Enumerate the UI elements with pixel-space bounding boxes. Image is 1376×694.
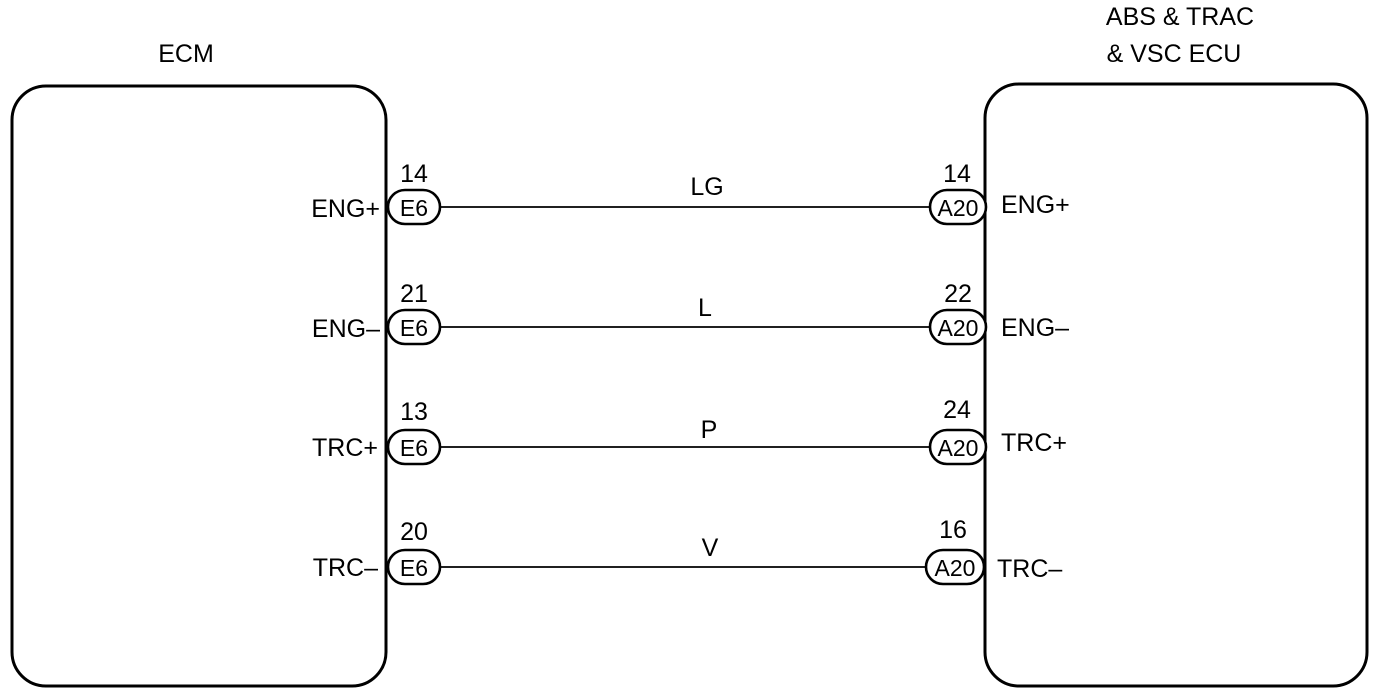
ecm-box xyxy=(10,84,388,688)
right-signal-label: ENG+ xyxy=(1001,191,1070,219)
right-connector xyxy=(928,308,988,346)
right-connector-label: A20 xyxy=(938,435,979,461)
right-pin-number: 24 xyxy=(943,396,971,424)
left-connector xyxy=(386,428,442,466)
left-connector-label: E6 xyxy=(400,315,428,341)
wire-row-trc-plus: 13 TRC+ E6 P 24 A20 TRC+ xyxy=(312,396,1067,466)
right-signal-label: TRC+ xyxy=(1001,429,1067,457)
right-pin-number: 16 xyxy=(939,516,967,544)
left-connector-label: E6 xyxy=(400,435,428,461)
abs-ecu-title-line-2: & VSC ECU xyxy=(1107,40,1242,68)
left-pin-number: 21 xyxy=(400,280,428,308)
left-connector xyxy=(386,548,442,586)
left-signal-label: TRC+ xyxy=(312,434,378,462)
left-connector-label: E6 xyxy=(400,555,428,581)
left-pin-number: 13 xyxy=(400,398,428,426)
right-signal-label: TRC– xyxy=(997,555,1062,583)
right-connector-label: A20 xyxy=(938,195,979,221)
wire-row-eng-plus: 14 ENG+ E6 LG 14 A20 ENG+ xyxy=(311,160,1070,226)
left-signal-label: TRC– xyxy=(313,554,378,582)
right-connector xyxy=(924,548,986,586)
right-connector xyxy=(928,188,988,226)
right-connector xyxy=(928,428,988,466)
abs-ecu-box xyxy=(983,82,1369,688)
wire-color-code: L xyxy=(698,294,712,322)
wire-color-code: LG xyxy=(690,173,723,201)
left-connector xyxy=(386,308,442,346)
wire-row-eng-minus: 21 ENG– E6 L 22 A20 ENG– xyxy=(312,280,1069,346)
wire-color-code: V xyxy=(702,534,719,562)
abs-ecu-title-line-1: ABS & TRAC xyxy=(1106,3,1254,31)
right-connector-label: A20 xyxy=(935,555,976,581)
left-signal-label: ENG+ xyxy=(311,195,380,223)
left-signal-label: ENG– xyxy=(312,315,380,343)
left-pin-number: 20 xyxy=(400,518,428,546)
ecm-title: ECM xyxy=(158,40,214,68)
right-pin-number: 22 xyxy=(944,280,972,308)
right-signal-label: ENG– xyxy=(1001,314,1069,342)
right-connector-label: A20 xyxy=(938,315,979,341)
left-pin-number: 14 xyxy=(400,160,428,188)
wire-color-code: P xyxy=(701,416,718,444)
right-pin-number: 14 xyxy=(943,160,971,188)
wire-row-trc-minus: 20 TRC– E6 V 16 A20 TRC– xyxy=(313,516,1062,586)
left-connector xyxy=(386,188,442,226)
left-connector-label: E6 xyxy=(400,195,428,221)
